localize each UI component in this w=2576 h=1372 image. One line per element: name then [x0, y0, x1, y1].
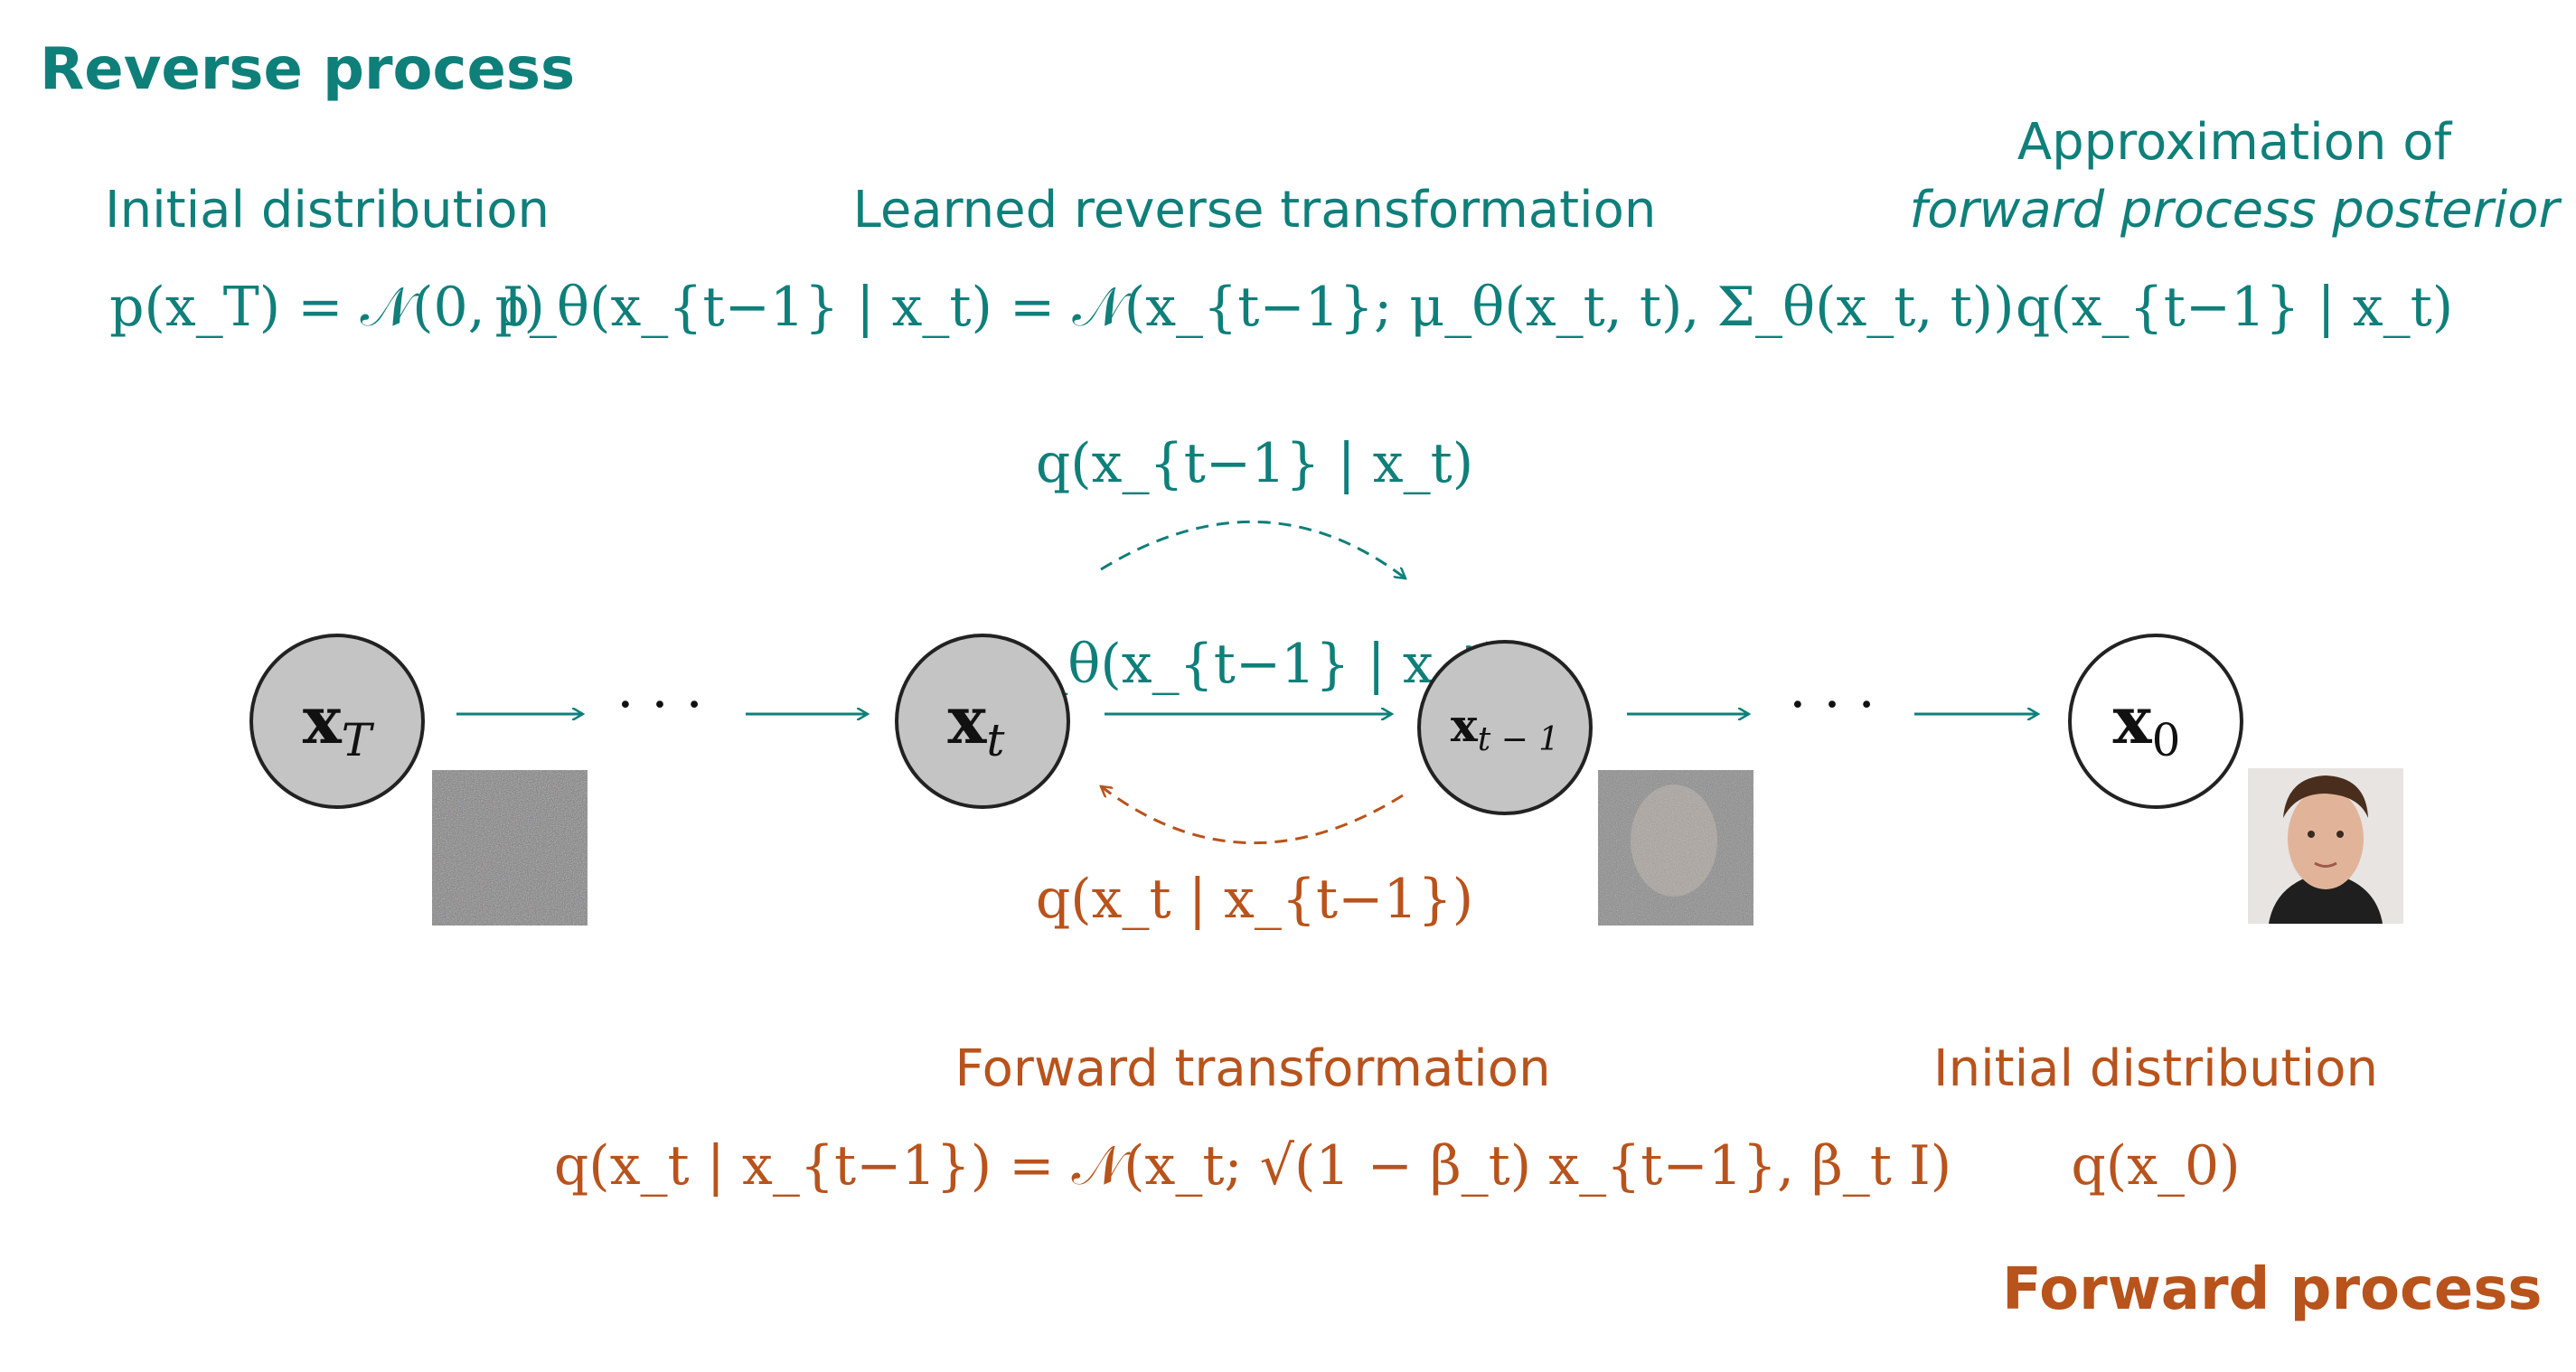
pure-noise-image [432, 770, 588, 926]
ellipsis-left: · · · [616, 673, 702, 737]
posterior-label-line1: Approximation of [2017, 113, 2452, 172]
node-xt: xt [895, 634, 1070, 809]
forward-transformation-label: Forward transformation [954, 1039, 1551, 1098]
learned-reverse-transformation-formula: p_θ(x_{t−1} | x_t) = 𝒩(x_{t−1}; μ_θ(x_t,… [494, 276, 2015, 339]
svg-text:xt: xt [947, 681, 1005, 766]
noisy-face-image [1598, 770, 1753, 926]
forward-transformation-formula: q(x_t | x_{t−1}) = 𝒩(x_t; √(1 − β_t) x_{… [553, 1134, 1952, 1198]
node-xT: xT [249, 634, 425, 809]
forward-initial-distribution-formula: q(x_0) [2071, 1134, 2241, 1198]
dashed-arrow-forward [1101, 786, 1404, 844]
clean-face-image [2248, 768, 2403, 924]
node-xt-minus-1: xt − 1 [1417, 640, 1593, 815]
ellipsis-right: · · · [1789, 673, 1875, 737]
forward-initial-distribution-label: Initial distribution [1933, 1039, 2378, 1098]
edge-label-bottom-dashed: q(x_t | x_{t−1}) [1035, 868, 1474, 931]
posterior-label-line2: forward process posterior [1909, 181, 2560, 240]
edge-label-middle-solid: p_θ(x_{t−1} | x_t) [1005, 633, 1504, 696]
svg-text:xT: xT [303, 681, 375, 766]
edge-label-top-dashed: q(x_{t−1} | x_t) [1035, 432, 1474, 495]
reverse-initial-distribution-formula: p(x_T) = 𝒩(0, I) [109, 276, 545, 339]
reverse-process-title: Reverse process [40, 36, 576, 103]
learned-reverse-transformation-label: Learned reverse transformation [852, 181, 1657, 240]
forward-process-title: Forward process [2002, 1256, 2543, 1323]
posterior-formula: q(x_{t−1} | x_t) [2015, 276, 2454, 339]
reverse-initial-distribution-label: Initial distribution [105, 181, 550, 240]
node-x0: x0 [2068, 634, 2243, 809]
dashed-arrow-posterior [1100, 521, 1406, 578]
